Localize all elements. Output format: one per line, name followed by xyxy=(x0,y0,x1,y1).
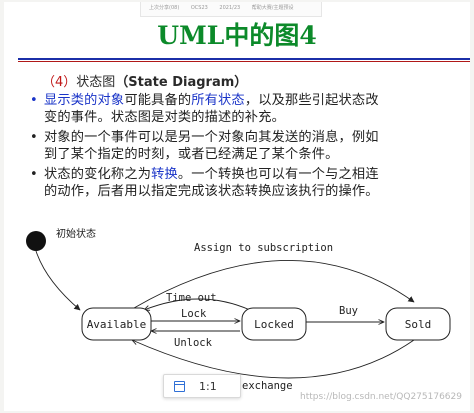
slide-title: UML中的图4 xyxy=(157,21,317,50)
text-segment: 变的事件。状态图是对类的描述的补充。 xyxy=(44,110,285,125)
highlighted-term: 所有状态 xyxy=(191,93,245,108)
text-segment: ，以及那些引起状态改 xyxy=(244,93,379,108)
zoom-status-bar[interactable]: 1:1 xyxy=(163,374,241,398)
bullet-marker: • xyxy=(30,167,38,182)
toolbar-item[interactable]: 帮助大赛/主题预设 xyxy=(251,5,294,11)
state-available-label: Available xyxy=(87,318,147,331)
lock-label: Lock xyxy=(181,308,207,320)
bullet-list: •显示类的对象可能具备的所有状态，以及那些引起状态改变的事件。状态图是对类的描述… xyxy=(30,92,460,203)
section-heading: （4）状态图（State Diagram） xyxy=(42,71,247,90)
initial-transition xyxy=(35,250,81,311)
state-diagram: 初始状态 Assign to subscription Time out Loc… xyxy=(26,227,451,392)
page-view-icon[interactable] xyxy=(174,380,185,392)
initial-state-node xyxy=(26,231,46,251)
text-segment: 到了某个指定的时刻，或者已经满足了某个条件。 xyxy=(44,147,339,162)
bullet-line: 状态的变化称之为转换。一个转换也可以有一个与之相连 xyxy=(44,166,379,183)
state-available: Available xyxy=(81,307,152,341)
bullet-text: 状态的变化称之为转换。一个转换也可以有一个与之相连的动作，后者用以指定完成该状态… xyxy=(44,166,379,200)
bullet-line: 对象的一个事件可以是另一个对象向其发送的消息，例如 xyxy=(44,129,379,146)
heading-en: （State Diagram） xyxy=(115,75,248,90)
state-locked-label: Locked xyxy=(254,318,294,331)
text-segment: 。一个转换也可以有一个与之相连 xyxy=(177,167,379,182)
bullet-item: •状态的变化称之为转换。一个转换也可以有一个与之相连的动作，后者用以指定完成该状… xyxy=(30,166,460,200)
title-divider-blue xyxy=(18,58,470,60)
heading-cn: 状态图 xyxy=(76,75,116,90)
bullet-line: 到了某个指定的时刻，或者已经满足了某个条件。 xyxy=(44,146,379,163)
initial-state-label: 初始状态 xyxy=(56,227,96,240)
state-sold: Sold xyxy=(385,307,451,341)
exchange-label: exchange xyxy=(242,380,293,392)
toolbar-item[interactable]: OCS23 xyxy=(190,5,208,11)
text-segment: 的动作，后者用以指定完成该状态转换应该执行的操作。 xyxy=(44,184,379,199)
unlock-label: Unlock xyxy=(174,337,213,349)
assign-transition xyxy=(133,260,415,309)
text-segment: 对象的一个事件可以是另一个对象向其发送的消息，例如 xyxy=(44,130,379,145)
bullet-marker: • xyxy=(30,93,38,108)
text-segment: 可能具备的 xyxy=(124,93,192,108)
slide: 上次分享(08) OCS23 2021/23 帮助大赛/主题预设 UML中的图4… xyxy=(4,2,470,411)
top-toolbar: 上次分享(08) OCS23 2021/23 帮助大赛/主题预设 xyxy=(140,2,322,17)
text-segment: 状态的变化称之为 xyxy=(44,167,152,182)
bullet-text: 对象的一个事件可以是另一个对象向其发送的消息，例如到了某个指定的时刻，或者已经满… xyxy=(44,129,379,163)
state-locked: Locked xyxy=(241,307,307,341)
exchange-transition xyxy=(132,340,415,379)
bullet-item: • 对象的一个事件可以是另一个对象向其发送的消息，例如到了某个指定的时刻，或者已经… xyxy=(30,129,460,163)
bullet-marker: • xyxy=(30,130,38,145)
toolbar-item[interactable]: 2021/23 xyxy=(219,5,241,11)
toolbar-item[interactable]: 上次分享(08) xyxy=(149,5,180,11)
zoom-ratio: 1:1 xyxy=(199,379,217,393)
timeout-transition xyxy=(144,298,251,310)
title-divider-red xyxy=(18,61,470,62)
timeout-label: Time out xyxy=(166,292,217,304)
highlighted-term: 转换 xyxy=(151,167,178,182)
bullet-line: 显示类的对象可能具备的所有状态，以及那些引起状态改 xyxy=(44,92,379,109)
bullet-line: 的动作，后者用以指定完成该状态转换应该执行的操作。 xyxy=(44,183,379,200)
assign-label: Assign to subscription xyxy=(194,242,333,254)
state-sold-label: Sold xyxy=(405,318,432,331)
bullet-text: 显示类的对象可能具备的所有状态，以及那些引起状态改变的事件。状态图是对类的描述的… xyxy=(44,92,379,126)
watermark-text: https://blog.csdn.net/QQ275176629 xyxy=(300,392,462,402)
buy-label: Buy xyxy=(339,305,358,317)
bullet-line: 变的事件。状态图是对类的描述的补充。 xyxy=(44,109,379,126)
bullet-item: •显示类的对象可能具备的所有状态，以及那些引起状态改变的事件。状态图是对类的描述… xyxy=(30,92,460,126)
heading-number: （4） xyxy=(42,75,77,90)
highlighted-term: 显示类的对象 xyxy=(44,93,125,108)
